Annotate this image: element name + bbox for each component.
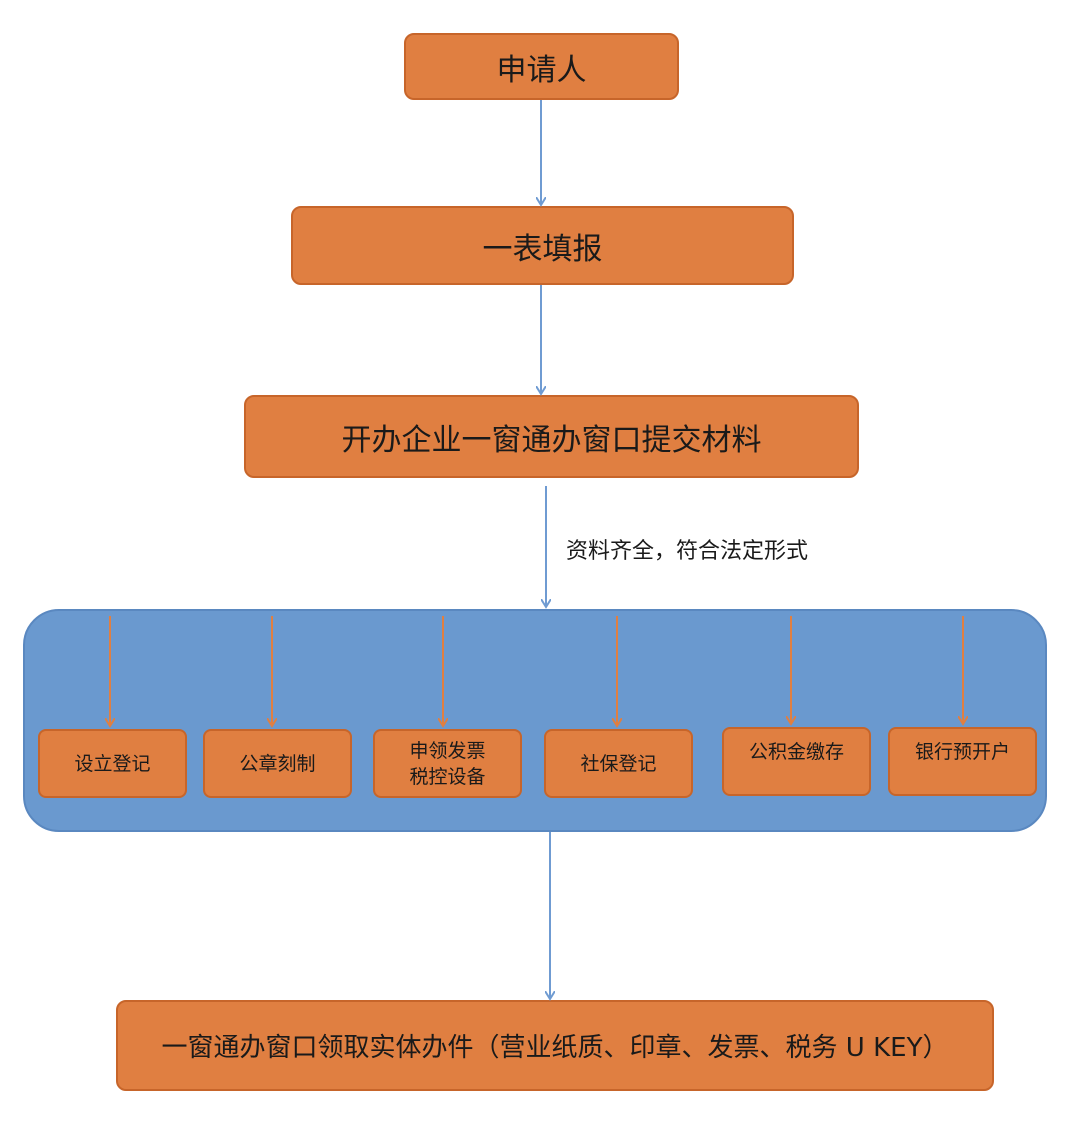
parallel-step-seal: 公章刻制: [203, 729, 352, 798]
parallel-step-label: 设立登记: [74, 752, 151, 775]
form-fill-box: 一表填报: [291, 206, 794, 285]
parallel-step-label: 公积金缴存: [748, 741, 844, 763]
parallel-step-label: 公章刻制: [239, 752, 316, 775]
applicant-label: 申请人: [496, 52, 587, 88]
parallel-step-bank-account: 银行预开户: [888, 727, 1037, 796]
condition-label: 资料齐全，符合法定形式: [566, 539, 809, 564]
form-fill-label: 一表填报: [482, 231, 603, 267]
parallel-step-label-second-line: 税控设备: [409, 765, 486, 788]
parallel-processing-panel: [23, 609, 1047, 832]
collect-documents-label: 一窗通办窗口领取实体办件（营业纸质、印章、发票、税务 U KEY）: [161, 1033, 949, 1063]
parallel-step-label: 申领发票: [409, 739, 486, 762]
submit-materials-label: 开办企业一窗通办窗口提交材料: [341, 422, 762, 458]
parallel-step-housing-fund: 公积金缴存: [722, 727, 871, 796]
parallel-step-invoice: 申领发票 税控设备: [373, 729, 522, 798]
submit-materials-box: 开办企业一窗通办窗口提交材料: [244, 395, 859, 478]
parallel-step-label: 银行预开户: [914, 741, 1010, 763]
collect-documents-box: 一窗通办窗口领取实体办件（营业纸质、印章、发票、税务 U KEY）: [116, 1000, 994, 1091]
parallel-step-registration: 设立登记: [38, 729, 187, 798]
parallel-step-social-security: 社保登记: [544, 729, 693, 798]
parallel-step-label: 社保登记: [580, 752, 657, 775]
applicant-box: 申请人: [404, 33, 679, 100]
